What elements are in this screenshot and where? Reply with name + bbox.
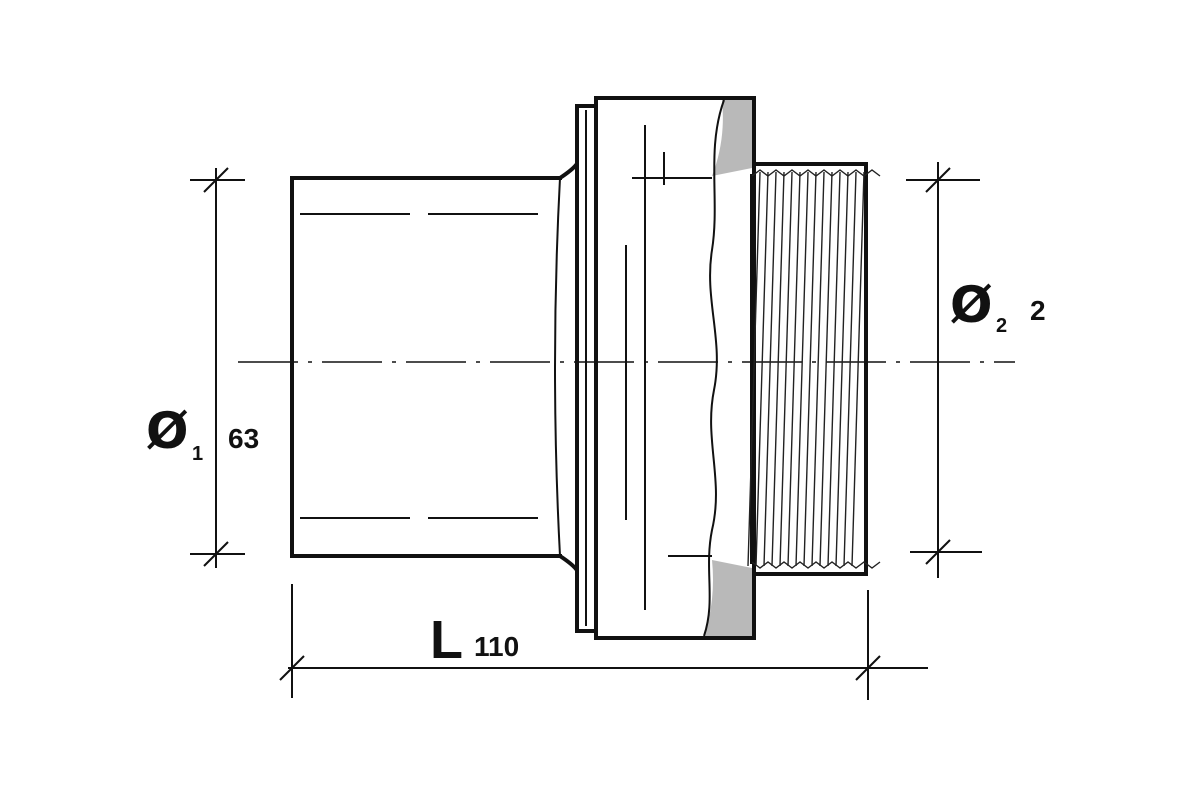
collar-ring (575, 104, 598, 633)
length-symbol: L (430, 610, 463, 670)
dimension-d1-lines (190, 167, 245, 568)
length-value: 110 (474, 631, 519, 662)
diameter-index: 1 (192, 443, 203, 465)
diameter-value: 2 (1030, 295, 1046, 326)
dimension-d2-lines (906, 162, 982, 578)
spigot-body (290, 162, 579, 572)
dimension-length-lines (279, 584, 928, 700)
diameter-symbol: Ø (950, 276, 993, 334)
dimension-d2-label: Ø 2 2 (950, 276, 1046, 337)
union-nut (594, 96, 756, 640)
dimension-d1-label: Ø 1 63 (146, 402, 259, 465)
threaded-end (747, 162, 881, 576)
diameter-index: 2 (996, 315, 1007, 337)
dimension-length-label: L 110 (430, 610, 519, 670)
diameter-value: 63 (228, 423, 259, 454)
diameter-symbol: Ø (146, 402, 189, 460)
